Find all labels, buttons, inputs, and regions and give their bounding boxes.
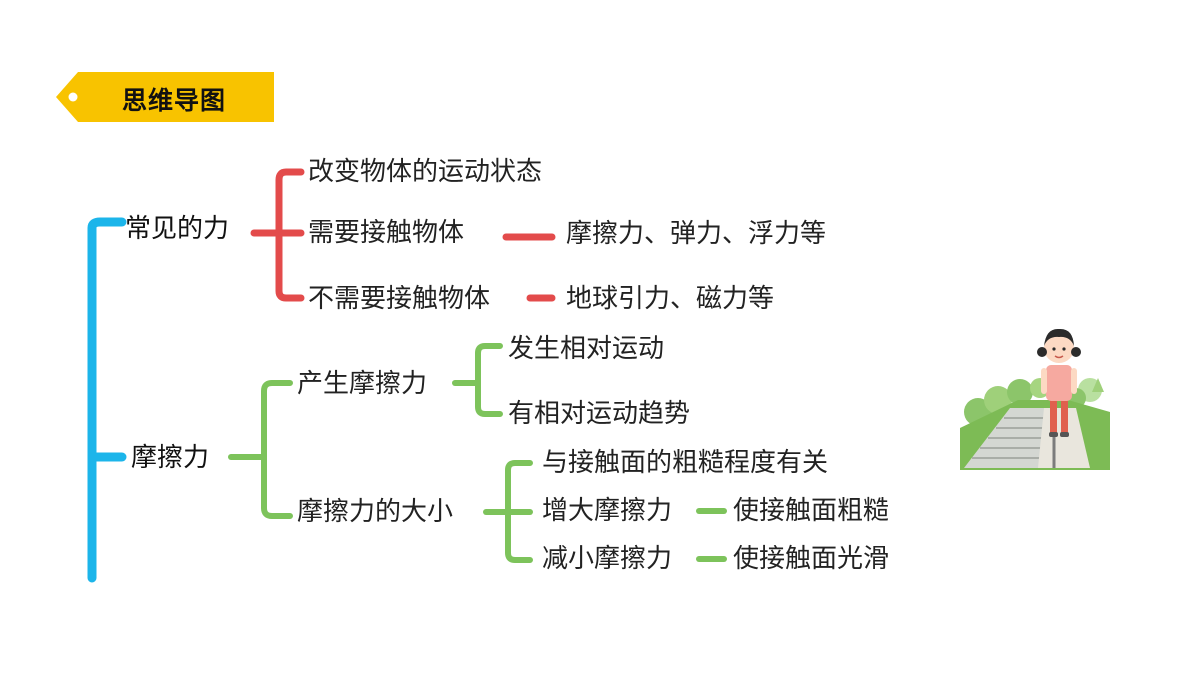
node-contact-examples: 摩擦力、弹力、浮力等 — [566, 219, 827, 249]
tag-hole-icon — [68, 92, 78, 102]
node-friction-magnitude: 摩擦力的大小 — [297, 497, 454, 527]
branch-common-forces: 常见的力 — [125, 214, 230, 244]
node-roughness: 与接触面的粗糙程度有关 — [542, 448, 829, 478]
node-decrease-friction: 减小摩擦力 — [542, 544, 673, 574]
node-change-motion: 改变物体的运动状态 — [308, 157, 543, 187]
node-make-rough: 使接触面粗糙 — [733, 496, 890, 526]
node-no-contact-examples: 地球引力、磁力等 — [566, 284, 775, 314]
node-no-contact: 不需要接触物体 — [308, 284, 491, 314]
node-make-smooth: 使接触面光滑 — [733, 544, 890, 574]
node-contact-required: 需要接触物体 — [308, 218, 465, 248]
node-increase-friction: 增大摩擦力 — [542, 496, 673, 526]
branch2-connector — [228, 343, 727, 563]
section-tag: 思维导图 — [56, 72, 274, 122]
branch-friction: 摩擦力 — [131, 443, 210, 473]
page-title: 思维导图 — [122, 86, 227, 115]
node-relative-motion: 发生相对运动 — [508, 334, 665, 364]
branch1-connector — [250, 168, 556, 302]
tag-shape — [56, 72, 274, 122]
girl-illustration — [958, 320, 1110, 470]
root-connector — [87, 217, 127, 583]
node-motion-tendency: 有相对运动趋势 — [508, 399, 691, 429]
node-produce-friction: 产生摩擦力 — [297, 369, 428, 399]
